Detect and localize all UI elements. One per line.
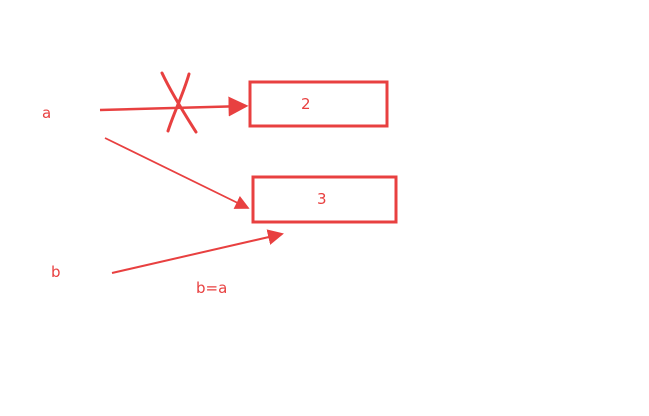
variable-b-label: b bbox=[51, 263, 61, 281]
assignment-caption: b=a bbox=[196, 279, 228, 297]
arrow-a-to-3 bbox=[104, 137, 250, 209]
arrow-b-to-3 bbox=[111, 229, 284, 274]
variable-a-label: a bbox=[42, 104, 52, 122]
box-top-value: 2 bbox=[301, 95, 311, 113]
box-bottom-value: 3 bbox=[317, 190, 327, 208]
box-top bbox=[248, 80, 389, 128]
arrow-a-to-2 bbox=[99, 96, 249, 117]
box-bottom bbox=[251, 175, 398, 224]
x-mark-icon bbox=[160, 71, 198, 134]
